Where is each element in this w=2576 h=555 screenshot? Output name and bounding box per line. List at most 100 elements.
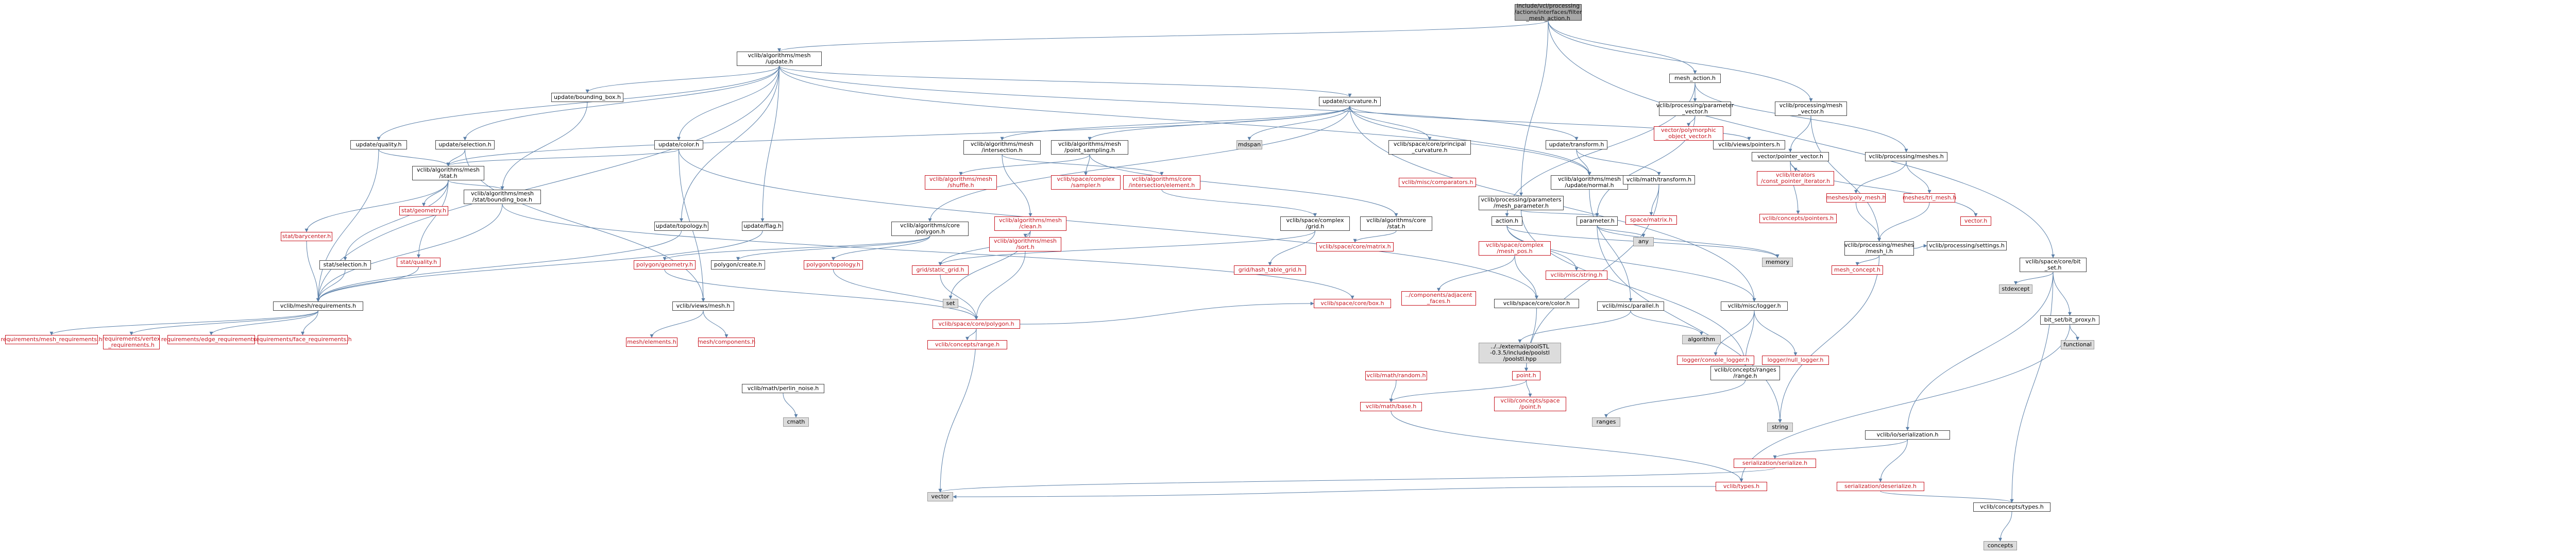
- node-memory[interactable]: memory: [1762, 258, 1793, 267]
- node-vector-h[interactable]: vector.h: [1960, 216, 1991, 226]
- node-misc-comparators[interactable]: vclib/misc/comparators.h: [1399, 178, 1476, 187]
- node-serialization-deserialize[interactable]: serialization/deserialize.h: [1837, 482, 1924, 491]
- node-req-vertex[interactable]: requirements/vertex _requirements.h: [103, 335, 160, 349]
- node-space-core-box[interactable]: vclib/space/core/box.h: [1314, 299, 1391, 308]
- node-meshes-poly[interactable]: meshes/poly_mesh.h: [1826, 193, 1886, 203]
- node-algorithm[interactable]: algorithm: [1682, 335, 1721, 344]
- node-proc-params-mesh[interactable]: vclib/processing/parameters /mesh_parame…: [1479, 196, 1564, 210]
- node-upd[interactable]: vclib/algorithms/mesh /update.h: [737, 52, 822, 66]
- node-mesh-requirements[interactable]: vclib/mesh/requirements.h: [273, 301, 363, 311]
- node-math-base[interactable]: vclib/math/base.h: [1360, 402, 1422, 411]
- node-stat-geometry[interactable]: stat/geometry.h: [399, 206, 448, 215]
- node-space-complex-grid[interactable]: vclib/space/complex /grid.h: [1280, 216, 1350, 231]
- node-alg-core-intersection[interactable]: vclib/algorithms/core /intersection/elem…: [1123, 175, 1200, 190]
- node-space-complex-sampler[interactable]: vclib/space/complex /sampler.h: [1051, 175, 1121, 190]
- node-proc-mesh-vector[interactable]: vclib/processing/mesh _vector.h: [1775, 102, 1847, 116]
- node-space-core-bit-set[interactable]: vclib/space/core/bit _set.h: [2020, 258, 2087, 272]
- node-math-transform[interactable]: vclib/math/transform.h: [1623, 175, 1695, 184]
- node-polygon-geometry[interactable]: polygon/geometry.h: [634, 260, 696, 270]
- node-functional[interactable]: functional: [2061, 340, 2094, 349]
- node-types-h[interactable]: vclib/types.h: [1716, 482, 1767, 491]
- node-action-h[interactable]: action.h: [1492, 216, 1522, 226]
- node-concepts[interactable]: concepts: [1984, 541, 2017, 550]
- node-alg-core-polygon[interactable]: vclib/algorithms/core /polygon.h: [891, 222, 969, 236]
- node-logger-console[interactable]: logger/console_logger.h: [1677, 356, 1754, 365]
- node-upd-color[interactable]: update/color.h: [654, 140, 703, 149]
- node-serialization-serialize[interactable]: serialization/serialize.h: [1734, 459, 1816, 468]
- node-alg-mesh-point-sampling[interactable]: vclib/algorithms/mesh /point_sampling.h: [1051, 140, 1128, 155]
- node-mesh-action[interactable]: mesh_action.h: [1669, 74, 1721, 83]
- node-views-pointers[interactable]: vclib/views/pointers.h: [1713, 140, 1785, 149]
- node-poly-obj-vector[interactable]: vector/polymorphic _object_vector.h: [1654, 126, 1723, 141]
- node-alg-mesh-shuffle[interactable]: vclib/algorithms/mesh /shuffle.h: [925, 175, 997, 190]
- node-vector-ptr-vector[interactable]: vector/pointer_vector.h: [1752, 152, 1829, 161]
- node-point-h[interactable]: point.h: [1512, 371, 1540, 380]
- node-misc-string[interactable]: vclib/misc/string.h: [1546, 271, 1607, 280]
- node-proc-settings[interactable]: vclib/processing/settings.h: [1927, 241, 2007, 250]
- node-ranges[interactable]: ranges: [1592, 417, 1620, 427]
- node-concepts-range[interactable]: vclib/concepts/range.h: [927, 340, 1007, 349]
- node-space-core-color[interactable]: vclib/space/core/color.h: [1494, 299, 1579, 308]
- node-upd-quality[interactable]: update/quality.h: [350, 140, 407, 149]
- node-logger-null[interactable]: logger/null_logger.h: [1762, 356, 1829, 365]
- node-alg-mesh-clean[interactable]: vclib/algorithms/mesh /clean.h: [994, 216, 1066, 231]
- node-req-face[interactable]: requirements/face_requirements.h: [253, 335, 352, 344]
- node-mdspan[interactable]: mdspan: [1236, 140, 1262, 149]
- node-upd-bbox[interactable]: update/bounding_box.h: [551, 93, 623, 102]
- node-space-complex-mesh-pos[interactable]: vclib/space/complex /mesh_pos.h: [1479, 241, 1551, 256]
- node-string[interactable]: string: [1767, 423, 1793, 432]
- node-stat-quality[interactable]: stat/quality.h: [397, 258, 440, 267]
- node-space-core-matrix[interactable]: vclib/space/core/matrix.h: [1316, 242, 1394, 251]
- node-io-serialization[interactable]: vclib/io/serialization.h: [1865, 430, 1950, 440]
- node-math-random[interactable]: vclib/math/random.h: [1365, 371, 1427, 380]
- node-upd-topology[interactable]: update/topology.h: [654, 222, 708, 231]
- node-meshes-tri[interactable]: meshes/tri_mesh.h: [1903, 193, 1956, 203]
- node-space-core-polygon[interactable]: vclib/space/core/polygon.h: [933, 319, 1020, 329]
- node-alg-mesh-stat-bbox[interactable]: vclib/algorithms/mesh /stat/bounding_box…: [464, 190, 541, 204]
- node-upd-selection[interactable]: update/selection.h: [435, 140, 495, 149]
- node-space-matrix[interactable]: space/matrix.h: [1625, 215, 1677, 225]
- node-alg-mesh-intersection[interactable]: vclib/algorithms/mesh /intersection.h: [963, 140, 1041, 155]
- node-views-mesh[interactable]: vclib/views/mesh.h: [672, 301, 734, 311]
- node-stat-barycenter[interactable]: stat/barycenter.h: [281, 232, 332, 241]
- node-stat-selection[interactable]: stat/selection.h: [319, 260, 371, 270]
- node-concepts-ranges-range[interactable]: vclib/concepts/ranges /range.h: [1710, 366, 1780, 380]
- node-external-poolstl[interactable]: ../../external/poolSTL -0.3.5/include/po…: [1479, 343, 1561, 363]
- node-math-perlin[interactable]: vclib/math/perlin_noise.h: [742, 384, 824, 393]
- node-components-adj-faces[interactable]: ../components/adjacent _faces.h: [1401, 291, 1476, 306]
- node-concepts-types[interactable]: vclib/concepts/types.h: [1973, 502, 2050, 512]
- node-alg-mesh-sort[interactable]: vclib/algorithms/mesh /sort.h: [989, 237, 1061, 251]
- node-upd-transform[interactable]: update/transform.h: [1546, 140, 1607, 149]
- node-alg-mesh-update-normal[interactable]: vclib/algorithms/mesh /update/normal.h: [1551, 175, 1628, 190]
- node-req-edge[interactable]: requirements/edge_requirements.h: [161, 335, 261, 344]
- node-concepts-space-point[interactable]: vclib/concepts/space /point.h: [1494, 397, 1566, 411]
- node-misc-parallel[interactable]: vclib/misc/parallel.h: [1597, 301, 1664, 311]
- node-req-mesh[interactable]: requirements/mesh_requirements.h: [1, 335, 103, 344]
- node-mesh-components[interactable]: mesh/components.h: [698, 338, 755, 347]
- node-polygon-topology[interactable]: polygon/topology.h: [804, 260, 863, 270]
- node-bit-proxy[interactable]: bit_set/bit_proxy.h: [2040, 315, 2099, 325]
- node-upd-curvature[interactable]: update/curvature.h: [1319, 97, 1381, 106]
- node-space-core-principal-curv[interactable]: vclib/space/core/principal _curvature.h: [1388, 140, 1471, 155]
- node-vector-sys[interactable]: vector: [927, 492, 953, 501]
- node-proc-meshes[interactable]: vclib/processing/meshes.h: [1865, 152, 1947, 161]
- node-proc-meshes-mesh-i[interactable]: vclib/processing/meshes /mesh_i.h: [1844, 241, 1914, 256]
- node-alg-mesh-stat[interactable]: vclib/algorithms/mesh /stat.h: [412, 166, 484, 180]
- node-cmath[interactable]: cmath: [783, 417, 809, 427]
- node-alg-core-stat[interactable]: vclib/algorithms/core /stat.h: [1360, 216, 1432, 231]
- node-misc-logger[interactable]: vclib/misc/logger.h: [1721, 301, 1788, 311]
- node-root[interactable]: include/vcl/processing /actions/interfac…: [1514, 3, 1582, 22]
- node-any[interactable]: any: [1633, 237, 1654, 246]
- node-stdexcept[interactable]: stdexcept: [1999, 284, 2032, 294]
- node-mesh-concept[interactable]: mesh_concept.h: [1832, 265, 1883, 275]
- node-grid-static-grid[interactable]: grid/static_grid.h: [912, 265, 969, 275]
- node-mesh-elements[interactable]: mesh/elements.h: [626, 338, 677, 347]
- node-polygon-create[interactable]: polygon/create.h: [711, 260, 765, 270]
- node-grid-hash-table[interactable]: grid/hash_table_grid.h: [1234, 265, 1306, 275]
- node-iter-const-ptr[interactable]: vclib/iterators /const_pointer_iterator.…: [1757, 171, 1834, 186]
- node-set[interactable]: set: [943, 299, 958, 308]
- node-proc-param-vector[interactable]: vclib/processing/parameter _vector.h: [1656, 102, 1734, 116]
- node-upd-flag[interactable]: update/flag.h: [742, 222, 783, 231]
- node-parameter-h[interactable]: parameter.h: [1577, 216, 1618, 226]
- node-concepts-pointers[interactable]: vclib/concepts/pointers.h: [1759, 214, 1837, 223]
